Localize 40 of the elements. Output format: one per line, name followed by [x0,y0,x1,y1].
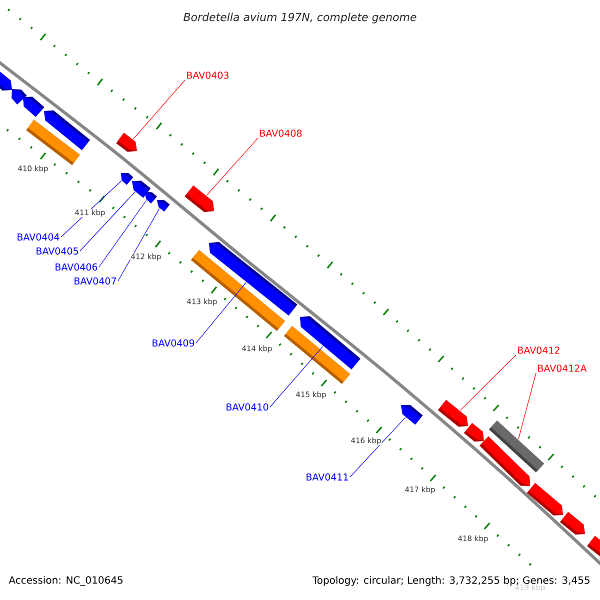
leader-line [350,417,406,478]
leader-line [196,282,246,344]
gene-label: BAV0406 [56,263,98,271]
gene-label: BAV0408 [260,130,302,137]
gene-feature [464,423,484,442]
gene-feature [23,96,44,117]
gene-label: BAV0404 [18,233,60,241]
leader-line [80,192,136,252]
gene-feature [145,192,157,204]
title: Bordetella avium 197N, complete genome [184,12,416,24]
gene-feature [0,71,12,91]
leader-line [118,208,160,282]
gene-feature [480,436,530,486]
gene-feature [116,132,137,152]
gene-bar [26,120,80,166]
gene-feature [560,512,585,535]
gene-feature [401,404,423,425]
leader-line [98,200,147,268]
leader-line [206,138,258,196]
gene-feature [438,400,468,427]
gene-feature [526,483,563,516]
leader-line [132,80,186,140]
gene-feature [157,200,170,212]
leader-line [518,372,536,440]
gene-label: BAV0411 [306,473,348,481]
gene-label: BAV0412 [518,346,560,354]
gene-label: BAV0405 [36,247,78,255]
gene-label: BAV0407 [74,277,116,285]
gene-label: BAV0412A [538,364,587,372]
gene-label: BAV0409 [152,339,194,347]
footer-text: Accession: NC_010645 [8,576,123,586]
gene-bar [284,326,350,384]
footer-text: Topology: circular; Length: 3,732,255 bp; Genes: 3,455 [312,576,590,586]
gene-label: BAV0403 [187,72,229,79]
gene-feature [587,536,600,557]
leader-line [270,346,324,408]
leader-line [460,354,516,411]
gene-feature [184,186,214,212]
gene-feature [121,172,134,185]
gene-label: BAV0410 [226,403,268,411]
